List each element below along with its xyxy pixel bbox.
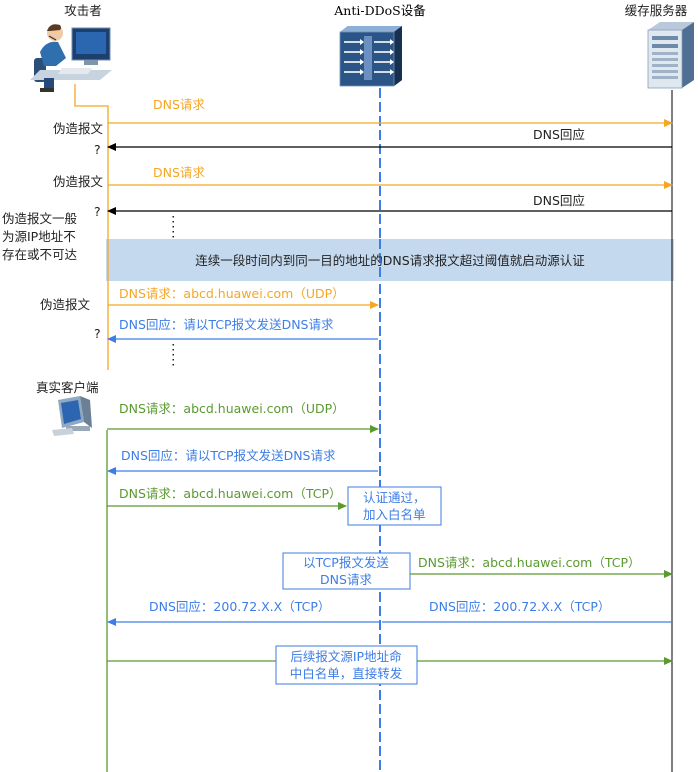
real-client-title: 真实客户端	[36, 380, 99, 395]
auth-pass-line-1: 认证通过，	[363, 490, 426, 505]
dns-response-label-2: DNS回应	[533, 193, 585, 208]
resp-ip-label-server: DNS回应：200.72.X.X（TCP）	[429, 599, 610, 614]
resp-redirect-label-attacker: DNS回应：请以TCP报文发送DNS请求	[119, 317, 334, 332]
dns-request-label-2: DNS请求	[153, 165, 205, 180]
question-mark-3: ?	[94, 326, 101, 341]
cache-server-icon	[647, 22, 694, 89]
auth-pass-line-2: 加入白名单	[363, 507, 426, 522]
send-tcp-line-1: 以TCP报文发送	[303, 555, 389, 570]
ellipsis-1	[172, 216, 174, 238]
forged-note-line-2: 为源IP地址不	[2, 229, 76, 244]
threshold-band-text: 连续一段时间内到同一目的地址的DNS请求报文超过阈值就启动源认证	[195, 253, 585, 268]
follow-up-line-2: 中白名单，直接转发	[290, 666, 403, 681]
send-tcp-box	[282, 552, 411, 590]
attacker-title: 攻击者	[64, 3, 102, 18]
follow-up-line-1: 后续报文源IP地址命	[290, 649, 402, 664]
forged-note-line-1: 伪造报文一般	[2, 211, 78, 226]
resp-redirect-label-client: DNS回应：请以TCP报文发送DNS请求	[121, 448, 336, 463]
dns-response-label-1: DNS回应	[533, 127, 585, 142]
anti-ddos-device-icon	[339, 26, 402, 87]
forged-note-line-3: 存在或不可达	[2, 247, 78, 262]
server-title: 缓存服务器	[625, 3, 688, 18]
req-udp-label-client: DNS请求：abcd.huawei.com（UDP）	[119, 401, 345, 416]
forged-label-3: 伪造报文	[40, 297, 91, 312]
device-title: Anti-DDoS设备	[333, 3, 426, 18]
req-tcp-label-client: DNS请求：abcd.huawei.com（TCP）	[119, 486, 342, 501]
attacker-computer-icon	[30, 24, 112, 92]
resp-ip-label-client: DNS回应：200.72.X.X（TCP）	[149, 599, 330, 614]
req-tcp-label-device: DNS请求：abcd.huawei.com（TCP）	[418, 555, 641, 570]
question-mark-2: ?	[94, 204, 101, 219]
forged-label-2: 伪造报文	[53, 174, 104, 189]
follow-up-box	[275, 645, 418, 685]
forged-label-1: 伪造报文	[53, 121, 104, 136]
auth-pass-box	[347, 486, 442, 526]
question-mark-1: ?	[94, 142, 101, 157]
ellipsis-2	[172, 344, 174, 366]
req-udp-label-attacker: DNS请求：abcd.huawei.com（UDP）	[119, 286, 345, 301]
send-tcp-line-2: DNS请求	[320, 572, 372, 587]
attacker-lifeline	[74, 84, 109, 370]
client-computer-icon	[52, 396, 92, 436]
threshold-band	[106, 239, 674, 281]
dns-request-label-1: DNS请求	[153, 97, 205, 112]
